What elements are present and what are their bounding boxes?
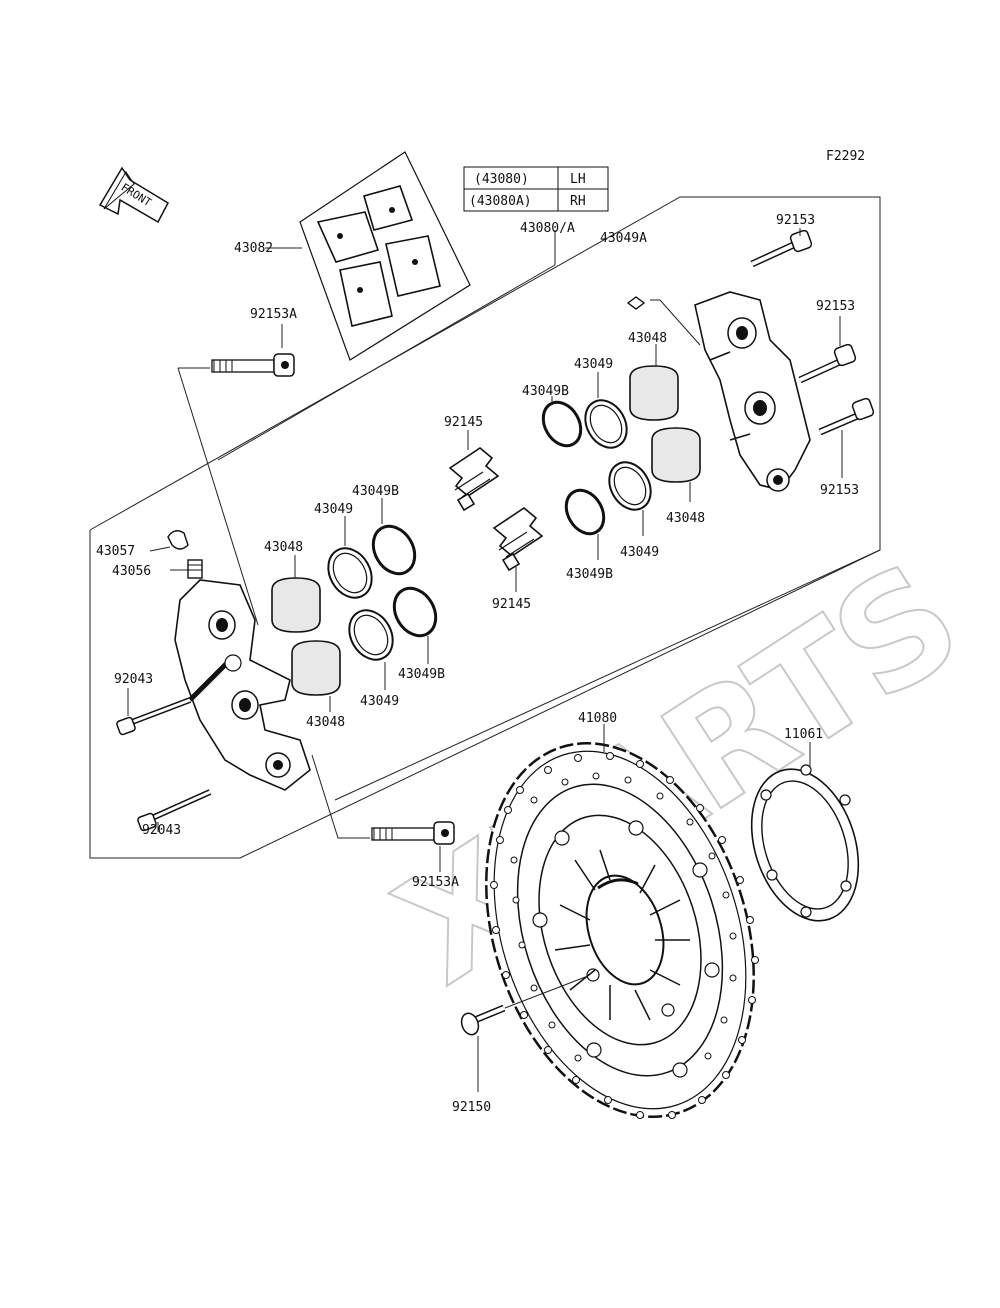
- label-spring-upper: 92145: [444, 415, 483, 430]
- disc-shim: [750, 764, 860, 922]
- label-disc: 41080: [578, 711, 617, 726]
- label-seal-kit-a: 43049A: [600, 231, 647, 246]
- label-seal-b-right-upper: 43049B: [522, 384, 569, 399]
- left-caliper: [174, 579, 311, 791]
- piston-right-lower: [651, 427, 701, 483]
- label-seal-left-upper: 43049: [314, 502, 353, 517]
- label-piston-right-lower: 43048: [666, 511, 705, 526]
- label-piston-left-upper: 43048: [264, 540, 303, 555]
- label-seal-right-upper: 43049: [574, 357, 613, 372]
- assembly-divider-lower: [334, 549, 881, 801]
- bolt-92043-lower: [137, 789, 212, 832]
- label-bolt-right-top: 92153: [776, 213, 815, 228]
- label-pad-set: 43082: [234, 241, 273, 256]
- label-bolt-right-bottom: 92153: [820, 483, 859, 498]
- variant-part-rh: (43080A): [469, 194, 532, 209]
- label-bolt-right-mid: 92153: [816, 299, 855, 314]
- assembly-divider: [217, 264, 556, 461]
- label-seal-b-left-upper: 43049B: [352, 484, 399, 499]
- label-assembly: 43080/A: [520, 221, 575, 236]
- label-seal-left-lower: 43049: [360, 694, 399, 709]
- label-piston-left-lower: 43048: [306, 715, 345, 730]
- variant-side-rh: RH: [570, 194, 586, 209]
- seal-b-left-upper: [371, 524, 417, 576]
- piston-left-upper: [271, 577, 321, 633]
- pad-spring-upper: [448, 447, 500, 512]
- bleeder-cap: [167, 530, 189, 550]
- label-seal-b-left-lower: 43049B: [398, 667, 445, 682]
- brake-disc: [485, 742, 759, 1119]
- right-caliper: [694, 291, 811, 492]
- caliper-bolt-upper: [211, 353, 295, 377]
- bolt-92043-upper: [116, 697, 192, 736]
- bolt-right-top: [750, 229, 813, 268]
- label-bolt-a-upper: 92153A: [250, 307, 297, 322]
- seal-b-right-lower: [564, 488, 606, 536]
- seal-b-left-lower: [392, 586, 438, 638]
- seal-left-upper: [327, 547, 373, 599]
- label-shim: 11061: [784, 727, 823, 742]
- label-seal-right-lower: 43049: [620, 545, 659, 560]
- seal-right-upper: [584, 399, 628, 449]
- label-bleeder-cap: 43057: [96, 544, 135, 559]
- seal-right-lower: [608, 461, 652, 511]
- bleeder-valve: [187, 559, 203, 579]
- disc-bolt: [460, 1004, 506, 1036]
- pad-spring-lower: [492, 507, 544, 572]
- label-bleeder-valve: 43056: [112, 564, 151, 579]
- label-piston-right-upper: 43048: [628, 331, 667, 346]
- label-spring-lower: 92145: [492, 597, 531, 612]
- variant-table: (43080) LH (43080A) RH: [463, 166, 609, 212]
- label-seal-b-right-lower: 43049B: [566, 567, 613, 582]
- seal-kit-a-mark: [626, 296, 646, 310]
- piston-left-lower: [291, 640, 341, 696]
- label-disc-bolt: 92150: [452, 1100, 491, 1115]
- caliper-bolt-lower: [371, 821, 455, 845]
- bolt-right-mid: [798, 343, 857, 384]
- seal-left-lower: [348, 609, 394, 661]
- label-bolt-92043-lower: 92043: [142, 823, 181, 838]
- front-arrow-icon: FRONT: [98, 166, 169, 224]
- variant-side-lh: LH: [570, 172, 586, 187]
- bolt-right-bottom: [818, 397, 875, 436]
- seal-b-right-upper: [541, 400, 583, 448]
- label-bolt-92043-upper: 92043: [114, 672, 153, 687]
- piston-right-upper: [629, 365, 679, 421]
- brake-pad-set: [299, 151, 471, 361]
- variant-part-lh: (43080): [474, 172, 529, 187]
- figure-code: F2292: [826, 149, 865, 164]
- label-bolt-a-lower: 92153A: [412, 875, 459, 890]
